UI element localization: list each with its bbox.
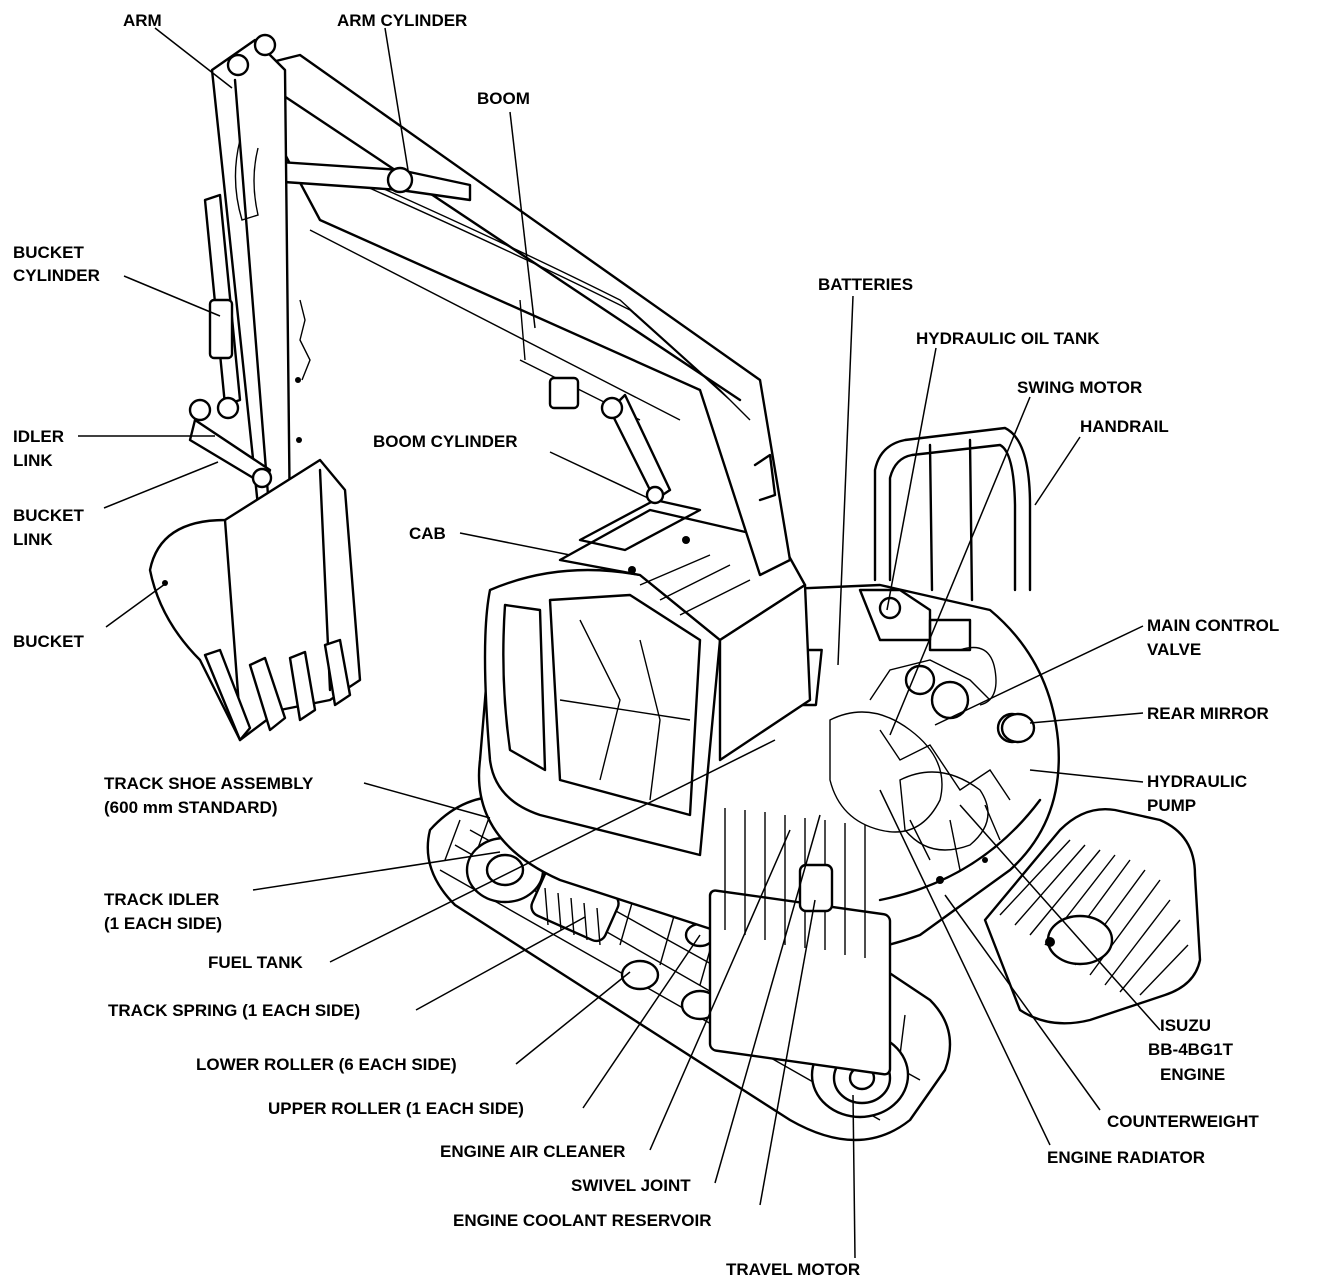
- excavator-drawing: [148, 33, 1202, 1142]
- leader-lines: [78, 27, 1161, 1259]
- label-arm: ARM: [123, 11, 162, 30]
- handrail: [873, 426, 1032, 602]
- label-bucket-cylinder-line2: CYLINDER: [13, 266, 100, 285]
- label-bucket-link-line2: LINK: [13, 530, 53, 549]
- label-track-spring: TRACK SPRING (1 EACH SIDE): [108, 1001, 360, 1020]
- label-bucket: BUCKET: [13, 632, 84, 651]
- label-engine-air-cleaner: ENGINE AIR CLEANER: [440, 1142, 625, 1161]
- label-idler-link-line2: LINK: [13, 451, 53, 470]
- labels: ARM ARM CYLINDER BOOM BUCKET CYLINDER BA…: [13, 11, 1279, 1279]
- far-crawler-track: [983, 808, 1202, 1025]
- label-boom: BOOM: [477, 89, 530, 108]
- label-swing-motor: SWING MOTOR: [1017, 378, 1142, 397]
- label-hydraulic-pump-line1: HYDRAULIC: [1147, 772, 1247, 791]
- label-engine-coolant-reservoir: ENGINE COOLANT RESERVOIR: [453, 1211, 712, 1230]
- label-handrail: HANDRAIL: [1080, 417, 1169, 436]
- label-swivel-joint: SWIVEL JOINT: [571, 1176, 691, 1195]
- label-upper-roller: UPPER ROLLER (1 EACH SIDE): [268, 1099, 524, 1118]
- label-batteries: BATTERIES: [818, 275, 913, 294]
- label-track-idler-line1: TRACK IDLER: [104, 890, 219, 909]
- label-engine-radiator: ENGINE RADIATOR: [1047, 1148, 1205, 1167]
- label-rear-mirror: REAR MIRROR: [1147, 704, 1269, 723]
- label-arm-cylinder: ARM CYLINDER: [337, 11, 467, 30]
- label-bucket-cylinder-line1: BUCKET: [13, 243, 84, 262]
- label-travel-motor: TRAVEL MOTOR: [726, 1260, 860, 1279]
- label-lower-roller: LOWER ROLLER (6 EACH SIDE): [196, 1055, 457, 1074]
- label-main-control-valve-line1: MAIN CONTROL: [1147, 616, 1279, 635]
- rear-mirror: [1000, 712, 1036, 744]
- label-track-idler-line2: (1 EACH SIDE): [104, 914, 222, 933]
- cab: [483, 498, 812, 857]
- bucket: [148, 458, 362, 742]
- label-idler-link-line1: IDLER: [13, 427, 64, 446]
- label-main-control-valve-line2: VALVE: [1147, 640, 1201, 659]
- label-fuel-tank: FUEL TANK: [208, 953, 303, 972]
- label-bucket-link-line1: BUCKET: [13, 506, 84, 525]
- label-counterweight: COUNTERWEIGHT: [1107, 1112, 1259, 1131]
- label-boom-cylinder: BOOM CYLINDER: [373, 432, 518, 451]
- label-engine-line2: BB-4BG1T: [1148, 1040, 1234, 1059]
- label-track-shoe-assembly-line2: (600 mm STANDARD): [104, 798, 278, 817]
- label-hydraulic-oil-tank: HYDRAULIC OIL TANK: [916, 329, 1100, 348]
- label-engine-line1: ISUZU: [1160, 1016, 1211, 1035]
- label-cab: CAB: [409, 524, 446, 543]
- label-track-shoe-assembly-line1: TRACK SHOE ASSEMBLY: [104, 774, 314, 793]
- label-hydraulic-pump-line2: PUMP: [1147, 796, 1196, 815]
- label-engine-line3: ENGINE: [1160, 1065, 1225, 1084]
